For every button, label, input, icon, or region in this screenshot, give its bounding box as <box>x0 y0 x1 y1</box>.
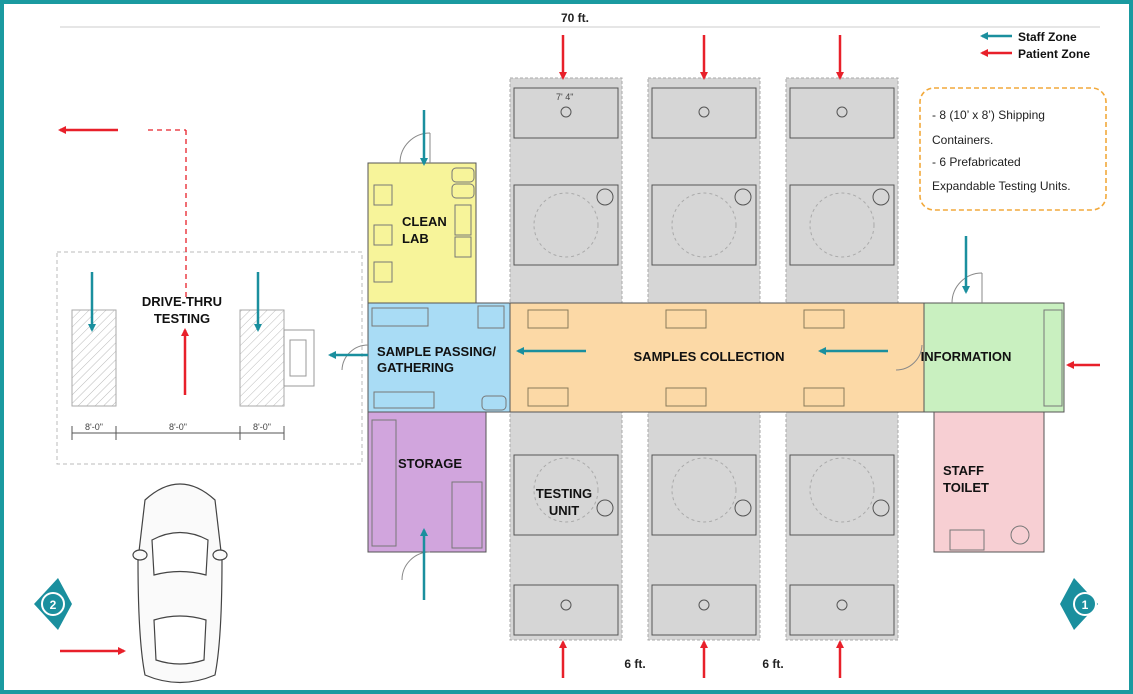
overall-width-label: 70 ft. <box>561 11 589 25</box>
clean-lab-label-1: CLEAN <box>402 214 447 229</box>
prev-page-number: 2 <box>50 598 57 612</box>
car-icon <box>132 483 228 684</box>
overall-dimension: 70 ft. <box>60 11 1100 28</box>
lane-dim-1: 8'-0" <box>85 422 103 432</box>
clean-lab-room <box>367 162 477 304</box>
drive-thru-label-1: DRIVE-THRU <box>142 294 222 309</box>
next-page-number: 1 <box>1082 598 1089 612</box>
doors <box>341 132 983 581</box>
sample-passing-label-1: SAMPLE PASSING/ <box>377 344 496 359</box>
note-box: - 8 (10’ x 8’) Shipping Containers. - 6 … <box>919 87 1107 211</box>
patient-arrows <box>58 35 1100 678</box>
note-line-1: - 8 (10’ x 8’) Shipping <box>932 108 1045 122</box>
note-line-4: Expandable Testing Units. <box>932 179 1071 193</box>
lane-dim-3: 8'-0" <box>253 422 271 432</box>
prev-page-button[interactable]: 2 <box>34 578 72 630</box>
legend-staff-zone: Staff Zone <box>1018 30 1077 44</box>
information-label: INFORMATION <box>921 349 1012 364</box>
samples-collection-room <box>509 302 925 413</box>
samples-collection-label: SAMPLES COLLECTION <box>634 349 785 364</box>
storage-label: STORAGE <box>398 456 462 471</box>
testing-unit-label-2: UNIT <box>549 503 579 518</box>
legend-patient-zone: Patient Zone <box>1018 47 1090 61</box>
drive-thru-label-2: TESTING <box>154 311 210 326</box>
note-line-2: Containers. <box>932 133 993 147</box>
sample-passing-label-2: GATHERING <box>377 360 454 375</box>
lane-dim-2: 8'-0" <box>169 422 187 432</box>
unit-width-label: 7' 4" <box>556 92 573 102</box>
staff-toilet-label-2: TOILET <box>943 480 989 495</box>
spacing-1-label: 6 ft. <box>624 657 645 671</box>
legend: Staff Zone Patient Zone <box>980 30 1090 61</box>
information-room <box>923 302 1065 413</box>
testing-unit-label-1: TESTING <box>536 486 592 501</box>
clean-lab-label-2: LAB <box>402 231 429 246</box>
sample-passing-room <box>367 302 511 413</box>
staff-toilet-label-1: STAFF <box>943 463 984 478</box>
spacing-2-label: 6 ft. <box>762 657 783 671</box>
staff-arrows <box>88 110 970 600</box>
staff-toilet-room <box>933 411 1045 553</box>
next-page-button[interactable]: 1 <box>1060 578 1098 630</box>
note-line-3: - 6 Prefabricated <box>932 155 1021 169</box>
